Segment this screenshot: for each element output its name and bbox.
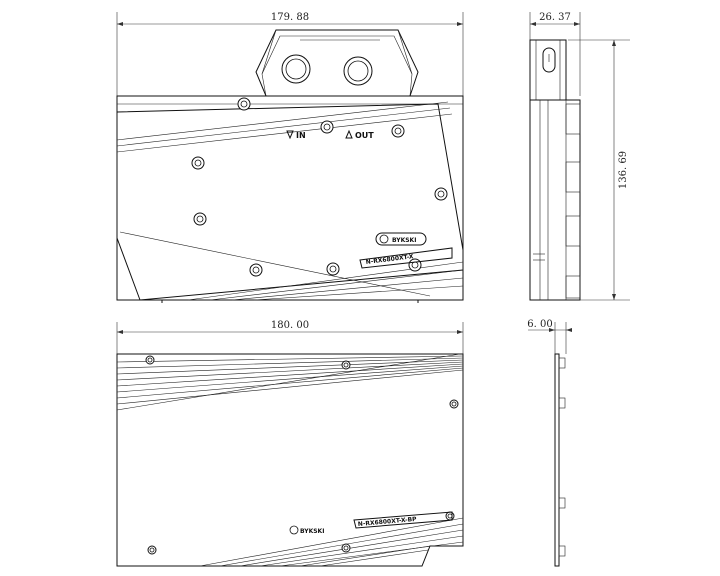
backplate-view: BYKSKI N-RX6800XT-X-BP	[116, 353, 464, 567]
model-label-bottom: N-RX6800XT-X-BP	[358, 516, 418, 528]
acrylic-cover	[116, 103, 464, 301]
model-label-top: N-RX6800XT-X	[365, 253, 414, 266]
brand-badge-top: BYKSKI	[375, 232, 427, 246]
backplate-outline	[116, 353, 464, 567]
dimension-side-height: 136. 69	[568, 39, 630, 301]
backplate-side-view: 6. 00	[527, 319, 572, 567]
side-view: 26. 37 136. 69	[529, 12, 630, 301]
terminal-block	[255, 29, 419, 97]
brand-logo-icon	[379, 234, 389, 244]
dimension-plate-thickness: 6. 00	[527, 319, 572, 354]
inlet-marker: IN	[286, 130, 306, 140]
brand-badge-bottom: BYKSKI	[289, 525, 324, 535]
backplate-screws	[145, 355, 459, 555]
inlet-label: IN	[296, 131, 306, 140]
dimension-side-depth: 26. 37	[529, 12, 581, 96]
dim-label-side-height: 136. 69	[618, 151, 629, 189]
front-view: IN OUT BYKSKI N-RX6800XT-X	[116, 29, 464, 303]
dimension-top-width: 179. 88	[116, 12, 464, 96]
model-plate-top: N-RX6800XT-X	[359, 247, 453, 269]
outlet-marker: OUT	[345, 129, 374, 140]
dim-label-plate-thickness: 6. 00	[527, 319, 552, 330]
front-screws	[191, 97, 448, 277]
brand-logo-icon	[289, 525, 299, 535]
dim-label-side-depth: 26. 37	[539, 12, 571, 23]
brand-label-bottom: BYKSKI	[300, 528, 324, 535]
model-plate-bottom: N-RX6800XT-X-BP	[353, 511, 453, 529]
brand-label-top: BYKSKI	[392, 237, 416, 244]
dimension-bottom-width: 180. 00	[116, 320, 464, 354]
dim-label-bottom-width: 180. 00	[271, 320, 309, 331]
dim-label-top-width: 179. 88	[271, 12, 309, 23]
outlet-label: OUT	[355, 131, 374, 140]
